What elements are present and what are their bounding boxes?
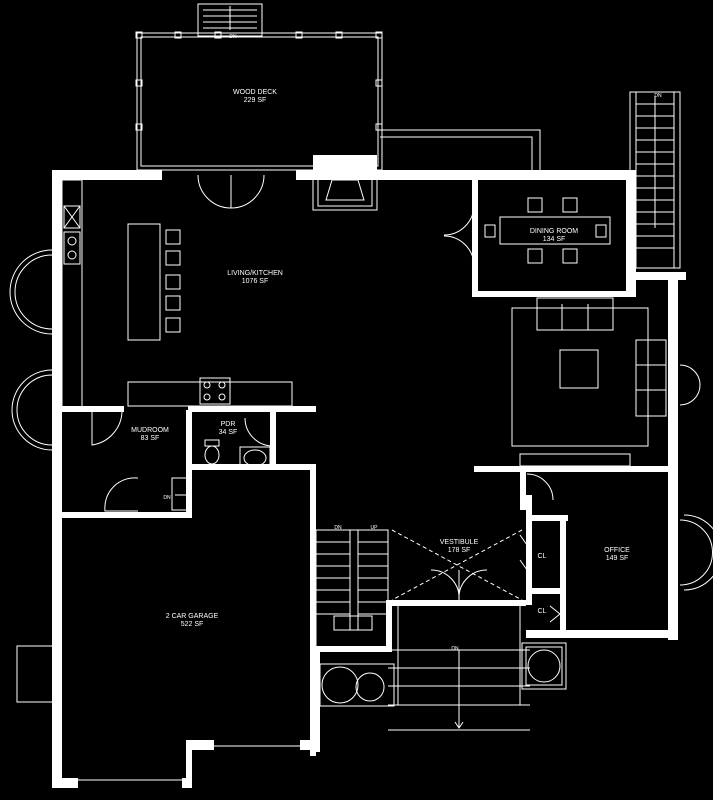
living-kitchen-name: LIVING/KITCHEN	[227, 270, 283, 277]
kitchen-island	[127, 223, 181, 341]
mudroom-name: MUDROOM	[131, 427, 169, 434]
pdr-name: PDR	[221, 421, 236, 428]
garage-name: 2 CAR GARAGE	[166, 613, 219, 620]
main-stair-up: UP	[371, 525, 379, 531]
doors	[91, 174, 561, 623]
garage-step-dn: DN	[163, 495, 171, 501]
mudroom-area: 83 SF	[141, 435, 160, 442]
right-stair-dn: DN	[654, 93, 662, 99]
room-labels: WOOD DECK 229 SF LIVING/KITCHEN 1076 SF …	[131, 34, 662, 652]
deck-stair-dn: DN	[229, 34, 237, 40]
front-steps-dn: DN	[451, 646, 459, 652]
wood-deck	[135, 3, 541, 171]
dining-set	[484, 197, 611, 264]
thin-lines	[9, 3, 713, 781]
closet-label-2: CL	[538, 608, 547, 615]
closet-label-1: CL	[538, 553, 547, 560]
walls	[52, 155, 686, 788]
planters	[319, 642, 567, 707]
office-name: OFFICE	[604, 547, 630, 554]
wood-deck-name: WOOD DECK	[233, 89, 277, 96]
living-kitchen-area: 1076 SF	[242, 278, 268, 285]
right-stair	[629, 91, 681, 269]
dining-room-name: DINING ROOM	[530, 228, 578, 235]
vestibule-marks	[391, 529, 523, 601]
main-stair-dn: DN	[334, 525, 342, 531]
front-porch	[388, 604, 530, 731]
living-furniture	[511, 297, 667, 467]
garage-doors	[78, 745, 300, 781]
kitchen-counter	[61, 179, 293, 411]
garage-area: 522 SF	[181, 621, 204, 628]
dining-room-area: 134 SF	[543, 236, 566, 243]
vestibule-area: 178 SF	[448, 547, 471, 554]
vestibule-name: VESTIBULE	[440, 539, 479, 546]
main-stair	[315, 529, 389, 649]
pdr-area: 34 SF	[219, 429, 238, 436]
wood-deck-area: 229 SF	[244, 97, 267, 104]
office-area: 149 SF	[606, 555, 629, 562]
